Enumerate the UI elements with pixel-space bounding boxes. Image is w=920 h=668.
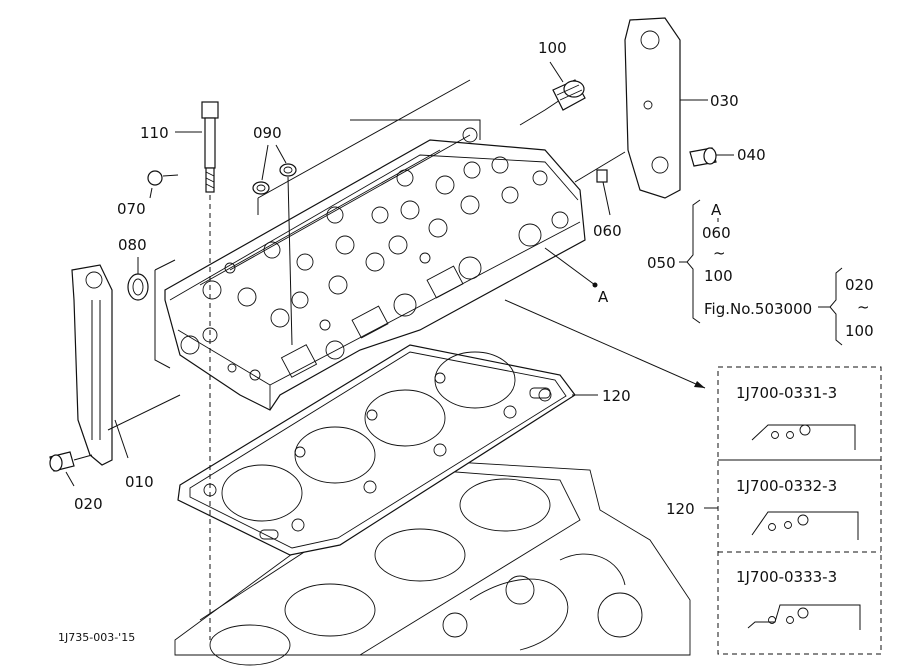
gasket-table — [704, 366, 882, 655]
callout-080: 080 — [118, 236, 147, 254]
table-leader-arrow — [504, 299, 706, 389]
gasket-table-label: 120 — [666, 500, 695, 518]
drawing-code: 1J735-003-'15 — [58, 631, 135, 644]
assembly-050-fig: Fig.No.503000 — [704, 300, 812, 318]
bracket-050 — [679, 199, 843, 346]
gasket-symbol-3 — [747, 604, 861, 630]
assembly-050-range-from: 020 — [845, 276, 874, 294]
washers-090 — [252, 144, 297, 346]
callout-120: 120 — [602, 387, 631, 405]
callout-070: 070 — [117, 200, 146, 218]
bolt-110 — [175, 101, 219, 640]
callout-020: 020 — [74, 495, 103, 513]
assembly-050-range-to: 100 — [845, 322, 874, 340]
callout-040: 040 — [737, 146, 766, 164]
seal-080 — [127, 257, 149, 301]
gasket-symbol-1 — [751, 424, 856, 450]
cylinder-head — [164, 127, 586, 411]
gasket-symbol-2 — [751, 511, 859, 540]
assembly-050-tilde2: ~ — [857, 298, 870, 316]
stud-060 — [574, 151, 626, 216]
assembly-050-tilde1: ~ — [713, 244, 726, 262]
reference-point-a — [544, 247, 598, 288]
assembly-050-from: 060 — [702, 224, 731, 242]
assembly-050-ref: A — [711, 201, 722, 219]
gasket-option-1: 1J700-0331-3 — [736, 384, 837, 402]
callout-030: 030 — [710, 92, 739, 110]
callout-060: 060 — [593, 222, 622, 240]
bracket-010 — [71, 264, 181, 466]
bolt-040 — [689, 147, 734, 167]
gasket-option-3: 1J700-0333-3 — [736, 568, 837, 586]
callout-110: 110 — [140, 124, 169, 142]
callout-010: 010 — [125, 473, 154, 491]
plug-070 — [147, 170, 179, 199]
callout-a: A — [598, 288, 609, 306]
assembly-050-to: 100 — [704, 267, 733, 285]
reference-frame — [154, 79, 561, 369]
assembly-050-label: 050 — [647, 254, 676, 272]
bolt-020 — [49, 451, 93, 487]
callout-100: 100 — [538, 39, 567, 57]
callout-090: 090 — [253, 124, 282, 142]
plug-100 — [549, 61, 586, 111]
gasket-option-2: 1J700-0332-3 — [736, 477, 837, 495]
bracket-030 — [624, 17, 708, 199]
